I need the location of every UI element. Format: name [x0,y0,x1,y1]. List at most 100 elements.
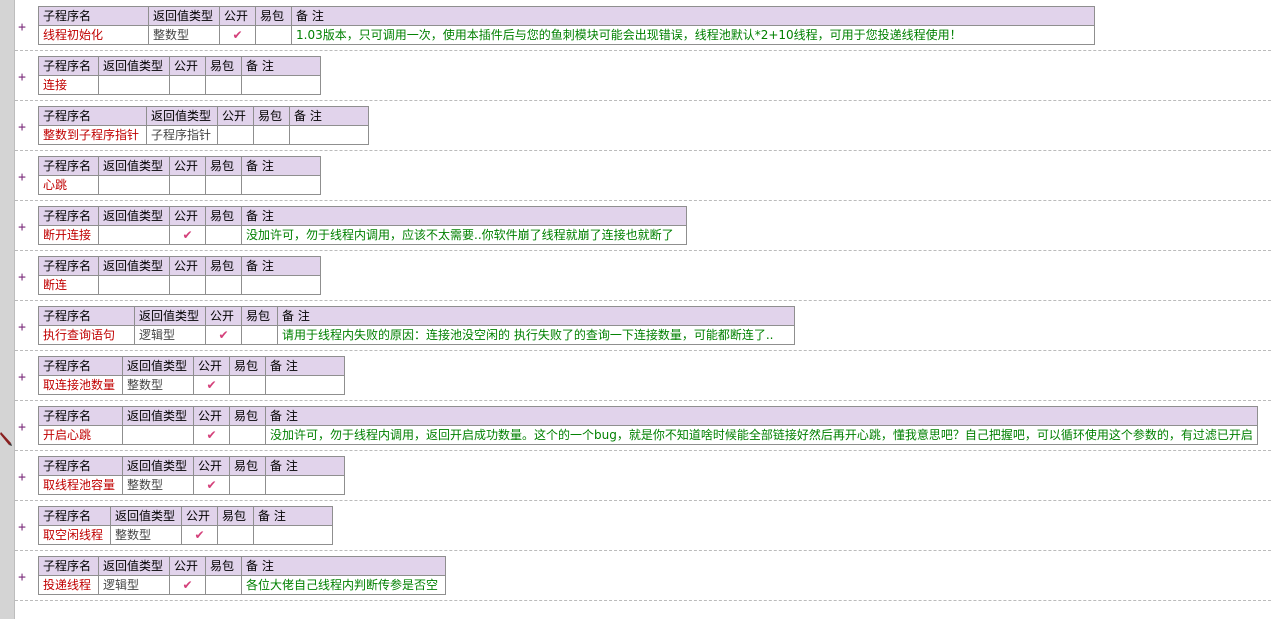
note-cell[interactable] [241,75,321,95]
subroutine-name[interactable]: 取线程池容量 [38,475,123,495]
package-cell[interactable] [229,425,266,445]
subroutine-name[interactable]: 断开连接 [38,225,99,245]
package-cell[interactable] [205,225,242,245]
expand-icon[interactable]: + [18,120,26,135]
header-package: 易包 [205,156,242,176]
return-type-cell[interactable]: 整数型 [110,525,182,545]
subroutine-name[interactable]: 整数到子程序指针 [38,125,147,145]
note-cell[interactable]: 没加许可，勿于线程内调用，返回开启成功数量。这个的一个bug，就是你不知道啥时候… [265,425,1258,445]
return-type-cell[interactable] [98,75,170,95]
package-cell[interactable] [205,175,242,195]
expand-icon[interactable]: + [18,220,26,235]
expand-icon[interactable]: + [18,70,26,85]
note-cell[interactable] [241,275,321,295]
header-name: 子程序名 [38,406,123,426]
package-cell[interactable] [205,75,242,95]
subroutine-block: + 子程序名 返回值类型 公开 易包 备 注 心跳 [15,150,1271,201]
header-public: 公开 [169,256,206,276]
expand-icon[interactable]: + [18,270,26,285]
return-type-cell[interactable] [98,175,170,195]
return-type-cell[interactable]: 整数型 [148,25,220,45]
note-cell[interactable]: 没加许可，勿于线程内调用，应该不太需要..你软件崩了线程就崩了连接也就断了 [241,225,687,245]
public-check-icon[interactable]: ✔ [193,475,230,495]
subroutine-name[interactable]: 取空闲线程 [38,525,111,545]
note-cell[interactable] [265,475,345,495]
return-type-cell[interactable]: 整数型 [122,475,194,495]
note-cell[interactable]: 请用于线程内失败的原因：连接池没空闲的 执行失败了的查询一下连接数量，可能都断连… [277,325,795,345]
header-note: 备 注 [289,106,369,126]
header-public: 公开 [193,356,230,376]
subroutine-name[interactable]: 取连接池数量 [38,375,123,395]
package-cell[interactable] [253,125,290,145]
note-cell[interactable] [241,175,321,195]
header-return-type: 返回值类型 [110,506,182,526]
public-check-icon[interactable]: ✔ [193,375,230,395]
expand-icon[interactable]: + [18,570,26,585]
subroutine-name[interactable]: 执行查询语句 [38,325,135,345]
expand-icon[interactable]: + [18,420,26,435]
subroutine-table: 子程序名 返回值类型 公开 易包 备 注 执行查询语句 逻辑型 ✔ 请用于线程内… [38,306,795,345]
header-return-type: 返回值类型 [98,206,170,226]
return-type-cell[interactable]: 子程序指针 [146,125,218,145]
note-cell[interactable]: 1.03版本，只可调用一次，使用本插件后与您的鱼刺模块可能会出现错误，线程池默认… [291,25,1095,45]
subroutine-name[interactable]: 心跳 [38,175,99,195]
return-type-cell[interactable]: 逻辑型 [134,325,206,345]
header-name: 子程序名 [38,356,123,376]
note-cell[interactable]: 各位大佬自己线程内判断传参是否空 [241,575,446,595]
public-check-icon[interactable] [169,275,206,295]
header-return-type: 返回值类型 [98,156,170,176]
package-cell[interactable] [205,275,242,295]
public-check-icon[interactable] [217,125,254,145]
package-cell[interactable] [229,375,266,395]
subroutine-name[interactable]: 连接 [38,75,99,95]
public-check-icon[interactable]: ✔ [193,425,230,445]
subroutine-table: 子程序名 返回值类型 公开 易包 备 注 断开连接 ✔ 没加许可，勿于线程内调用… [38,206,687,245]
header-package: 易包 [217,506,254,526]
subroutine-name[interactable]: 线程初始化 [38,25,149,45]
subroutine-block: + 子程序名 返回值类型 公开 易包 备 注 执行查询语句 逻辑型 ✔ 请用于线… [15,300,1271,351]
expand-icon[interactable]: + [18,170,26,185]
subroutine-table: 子程序名 返回值类型 公开 易包 备 注 取连接池数量 整数型 ✔ [38,356,345,395]
expand-icon[interactable]: + [18,520,26,535]
package-cell[interactable] [241,325,278,345]
public-check-icon[interactable] [169,75,206,95]
subroutine-name[interactable]: 投递线程 [38,575,99,595]
public-check-icon[interactable]: ✔ [205,325,242,345]
editor-gutter [0,0,15,619]
public-check-icon[interactable]: ✔ [219,25,256,45]
subroutine-name[interactable]: 开启心跳 [38,425,123,445]
package-cell[interactable] [255,25,292,45]
header-package: 易包 [205,256,242,276]
expand-icon[interactable]: + [18,320,26,335]
expand-icon[interactable]: + [18,470,26,485]
expand-icon[interactable]: + [18,370,26,385]
public-check-icon[interactable]: ✔ [181,525,218,545]
public-check-icon[interactable]: ✔ [169,575,206,595]
header-name: 子程序名 [38,256,99,276]
header-return-type: 返回值类型 [122,456,194,476]
header-public: 公开 [169,206,206,226]
return-type-cell[interactable] [98,225,170,245]
note-cell[interactable] [253,525,333,545]
header-return-type: 返回值类型 [98,56,170,76]
package-cell[interactable] [205,575,242,595]
note-cell[interactable] [289,125,369,145]
header-name: 子程序名 [38,56,99,76]
subroutine-name[interactable]: 断连 [38,275,99,295]
package-cell[interactable] [217,525,254,545]
subroutine-block: + 子程序名 返回值类型 公开 易包 备 注 断连 [15,250,1271,301]
return-type-cell[interactable] [122,425,194,445]
package-cell[interactable] [229,475,266,495]
subroutine-block: + 子程序名 返回值类型 公开 易包 备 注 取空闲线程 整数型 ✔ [15,500,1271,551]
return-type-cell[interactable]: 逻辑型 [98,575,170,595]
return-type-cell[interactable]: 整数型 [122,375,194,395]
expand-icon[interactable]: + [18,20,26,35]
subroutine-block: + 子程序名 返回值类型 公开 易包 备 注 线程初始化 整数型 ✔ 1.03版… [15,0,1271,51]
return-type-cell[interactable] [98,275,170,295]
public-check-icon[interactable] [169,175,206,195]
public-check-icon[interactable]: ✔ [169,225,206,245]
note-cell[interactable] [265,375,345,395]
header-public: 公开 [181,506,218,526]
header-name: 子程序名 [38,206,99,226]
header-note: 备 注 [253,506,333,526]
